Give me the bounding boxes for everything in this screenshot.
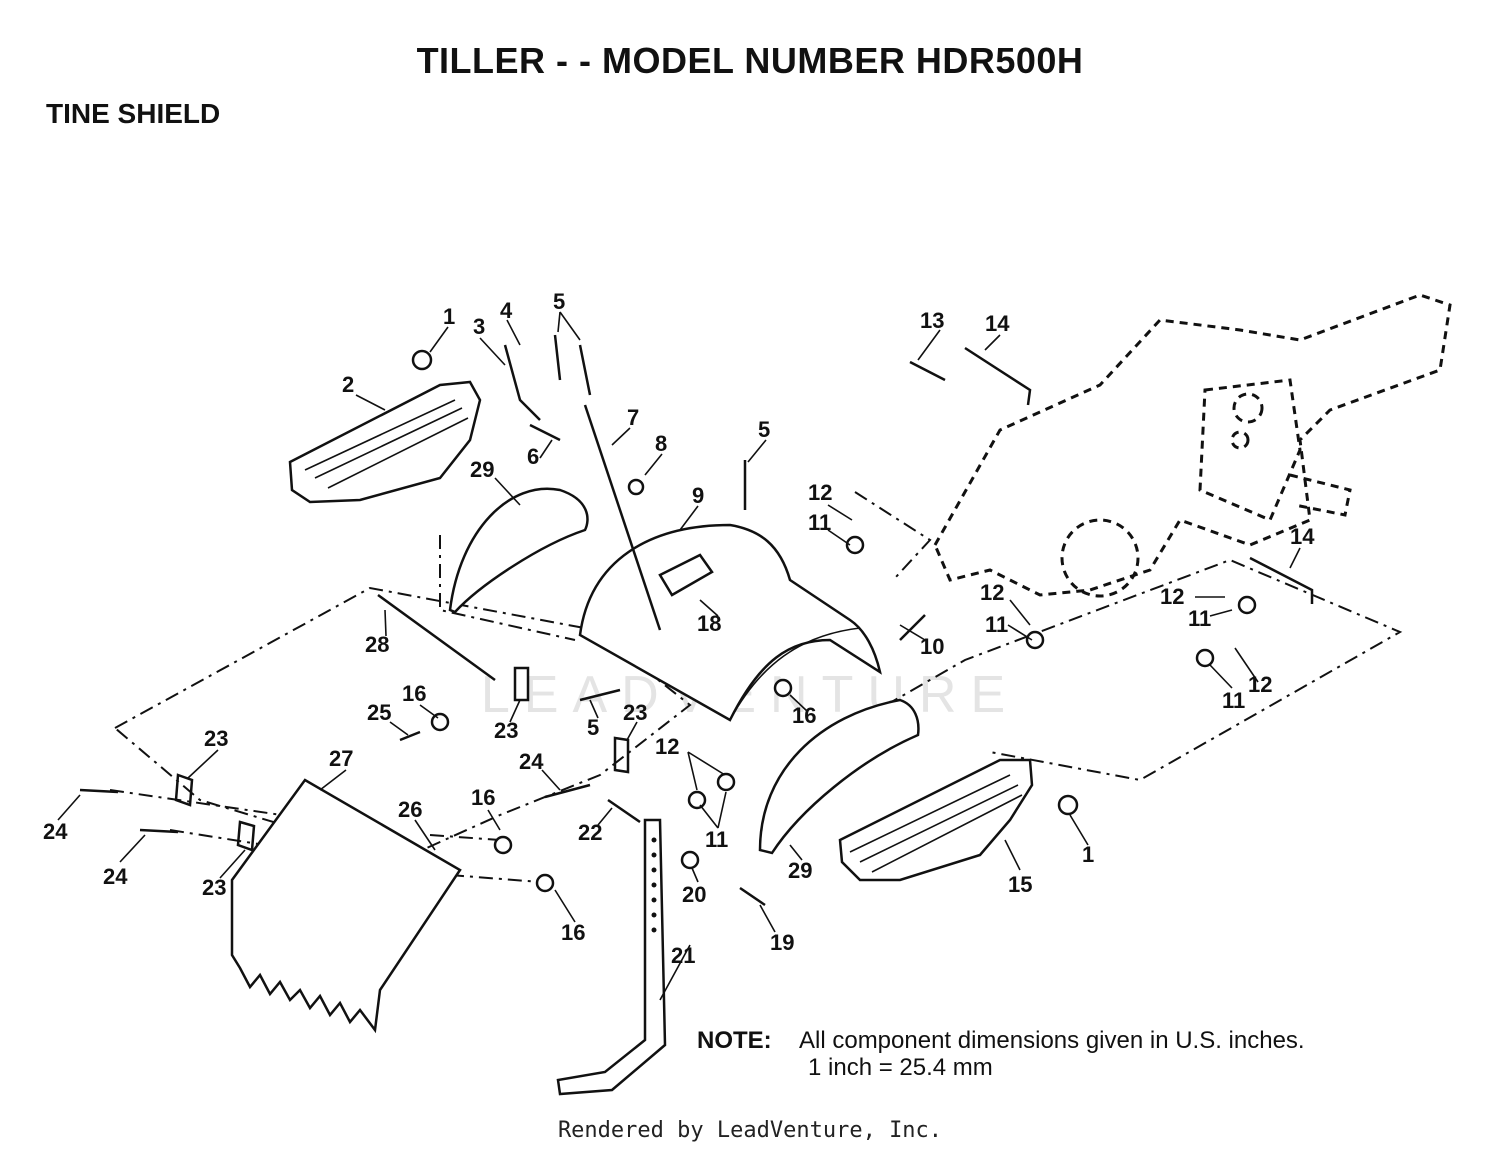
callout-label: 1: [443, 304, 455, 329]
assembly-line-29: [439, 535, 576, 641]
callout-label: 5: [553, 289, 565, 314]
assembly-line-right: [859, 558, 1403, 782]
right-side-shield: [838, 758, 1034, 882]
callout-label: 12: [655, 734, 679, 759]
left-fender-extension: [448, 487, 589, 614]
callout-label: 12: [980, 580, 1004, 605]
callout-label: 29: [470, 457, 494, 482]
callout-label: 13: [920, 308, 944, 333]
callout-label: 23: [623, 700, 647, 725]
callout-label: 19: [770, 930, 794, 955]
callout-label: 16: [402, 681, 426, 706]
callout-label: 11: [705, 827, 728, 852]
callout-label: 21: [671, 943, 695, 968]
callout-label: 24: [519, 749, 544, 774]
callout-label: 25: [367, 700, 391, 725]
callout-label: 2: [342, 372, 354, 397]
callout-label: 10: [920, 634, 944, 659]
cotter-rod-3: [503, 344, 541, 421]
tiller-frame: [933, 293, 1452, 598]
page-title: TILLER - - MODEL NUMBER HDR500H: [416, 40, 1084, 81]
note-conversion: 1 inch = 25.4 mm: [808, 1054, 993, 1081]
assembly-line-left: [113, 586, 692, 862]
callout-label: 24: [43, 819, 68, 844]
callout-label: 1: [1082, 842, 1094, 867]
callout-label: 12: [1248, 672, 1272, 697]
fasteners: [79, 334, 1314, 907]
callout-label: 16: [792, 703, 816, 728]
callout-label: 9: [692, 483, 704, 508]
callout-label: 11: [985, 612, 1008, 637]
callout-label: 6: [527, 444, 539, 469]
callout-label: 12: [1160, 584, 1184, 609]
callout-label: 26: [398, 797, 422, 822]
callout-label: 23: [204, 726, 228, 751]
callout-label: 4: [500, 298, 513, 323]
right-fender-extension: [758, 698, 920, 855]
section-title: TINE SHIELD: [46, 98, 221, 129]
callout-label: 5: [758, 417, 770, 442]
leader-lines: [57, 311, 1301, 1001]
callout-label: 11: [1222, 688, 1245, 713]
callout-label: 5: [587, 715, 599, 740]
note-text: All component dimensions given in U.S. i…: [799, 1027, 1305, 1054]
callout-label: 16: [471, 785, 495, 810]
callout-label: 8: [655, 431, 667, 456]
assembly-line-top: [854, 491, 932, 579]
depth-bar: [556, 818, 667, 1096]
callout-label: 14: [1290, 524, 1315, 549]
callout-label: 27: [329, 746, 353, 771]
depth-rod: [583, 404, 662, 631]
callout-label: 20: [682, 882, 706, 907]
callout-label: 7: [627, 405, 639, 430]
callout-label: 28: [365, 632, 389, 657]
callout-label: 12: [808, 480, 832, 505]
callout-label: 14: [985, 311, 1010, 336]
callout-label: 11: [808, 510, 831, 535]
callout-label: 29: [788, 858, 812, 883]
callout-label: 3: [473, 314, 485, 339]
link-28: [377, 593, 496, 682]
rendered-by-footer: Rendered by LeadVenture, Inc.: [557, 1118, 943, 1143]
callout-label: 11: [1188, 606, 1211, 631]
callout-label: 16: [561, 920, 585, 945]
callout-labels: 1 2 3 4 5 5 6 7 8 9 29 12 11 13 14 10 18…: [43, 289, 1315, 968]
left-side-shield: [288, 380, 482, 504]
callout-label: 18: [697, 611, 721, 636]
callout-label: 23: [202, 875, 226, 900]
callout-label: 24: [103, 864, 128, 889]
callout-label: 15: [1008, 872, 1032, 897]
callout-label: 23: [494, 718, 518, 743]
note-label: NOTE:: [697, 1027, 772, 1054]
tine-flap: [230, 778, 462, 1034]
